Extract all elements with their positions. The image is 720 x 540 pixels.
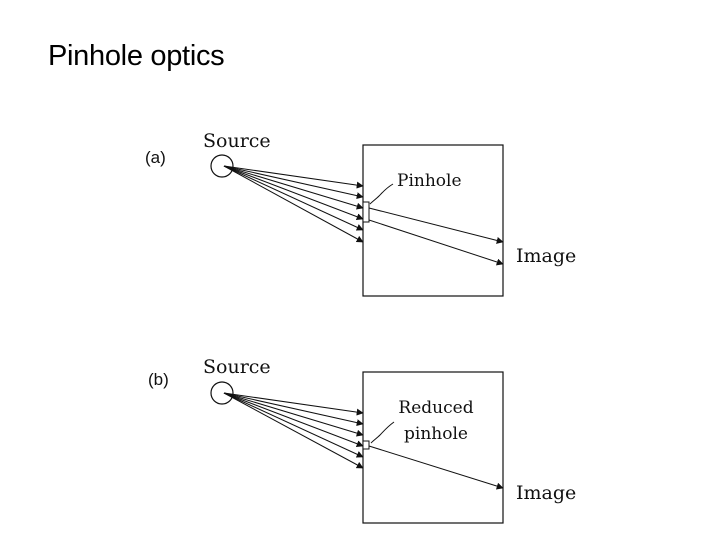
panel-b-ray-in-5: [223, 392, 364, 458]
panel-a-source-circle: [210, 154, 234, 178]
panel-b-pinhole-label-line-1: Reduced: [398, 398, 473, 418]
panel-a-pinhole: [362, 201, 370, 223]
panel-b-source-circle: [210, 381, 234, 405]
panel-b-ray-out-1: [368, 445, 504, 490]
panel-b: (b) Source Reduced pinhole Image: [148, 356, 576, 524]
panel-a-pinhole-leader: [369, 183, 394, 205]
panel-a-ray-out-2: [368, 219, 504, 266]
panel-a-ray-in-5: [223, 165, 364, 231]
panel-b-incident-rays: [223, 392, 364, 469]
panel-b-ray-in-1: [223, 392, 364, 416]
panel-a-pinhole-label: Pinhole: [397, 171, 462, 191]
panel-b-camera-box: [362, 371, 504, 524]
panel-a-ray-in-1: [223, 165, 364, 189]
panel-b-ray-in-6: [223, 392, 364, 469]
panel-b-source-label: Source: [203, 356, 271, 378]
panel-b-pinhole-leader: [370, 421, 395, 444]
panel-a-ray-in-2: [223, 165, 364, 200]
panel-b-reduced-pinhole: [362, 440, 370, 450]
panel-b-ray-in-3: [223, 392, 364, 437]
panel-a-camera-box: [362, 144, 504, 297]
panel-a-ray-in-4: [223, 165, 364, 221]
panel-a-ray-in-3: [223, 165, 364, 210]
panel-b-transmitted-rays: [368, 445, 504, 490]
panel-a-source-label: Source: [203, 130, 271, 152]
panel-b-ray-in-2: [223, 392, 364, 427]
panel-b-image-label: Image: [516, 482, 576, 504]
panel-a-incident-rays: [223, 165, 364, 243]
panel-a: (a) Source Pinhole Image: [145, 130, 576, 297]
panel-b-ray-in-4: [223, 392, 364, 448]
panel-b-pinhole-label-line-2: pinhole: [404, 424, 468, 444]
panel-a-ray-in-6: [223, 165, 364, 243]
panel-b-label: (b): [148, 370, 169, 389]
panel-a-transmitted-rays: [368, 207, 504, 266]
slide-title: Pinhole optics: [48, 40, 225, 72]
panel-a-ray-out-1: [368, 207, 504, 244]
panel-a-image-label: Image: [516, 245, 576, 267]
panel-a-label: (a): [145, 148, 166, 167]
